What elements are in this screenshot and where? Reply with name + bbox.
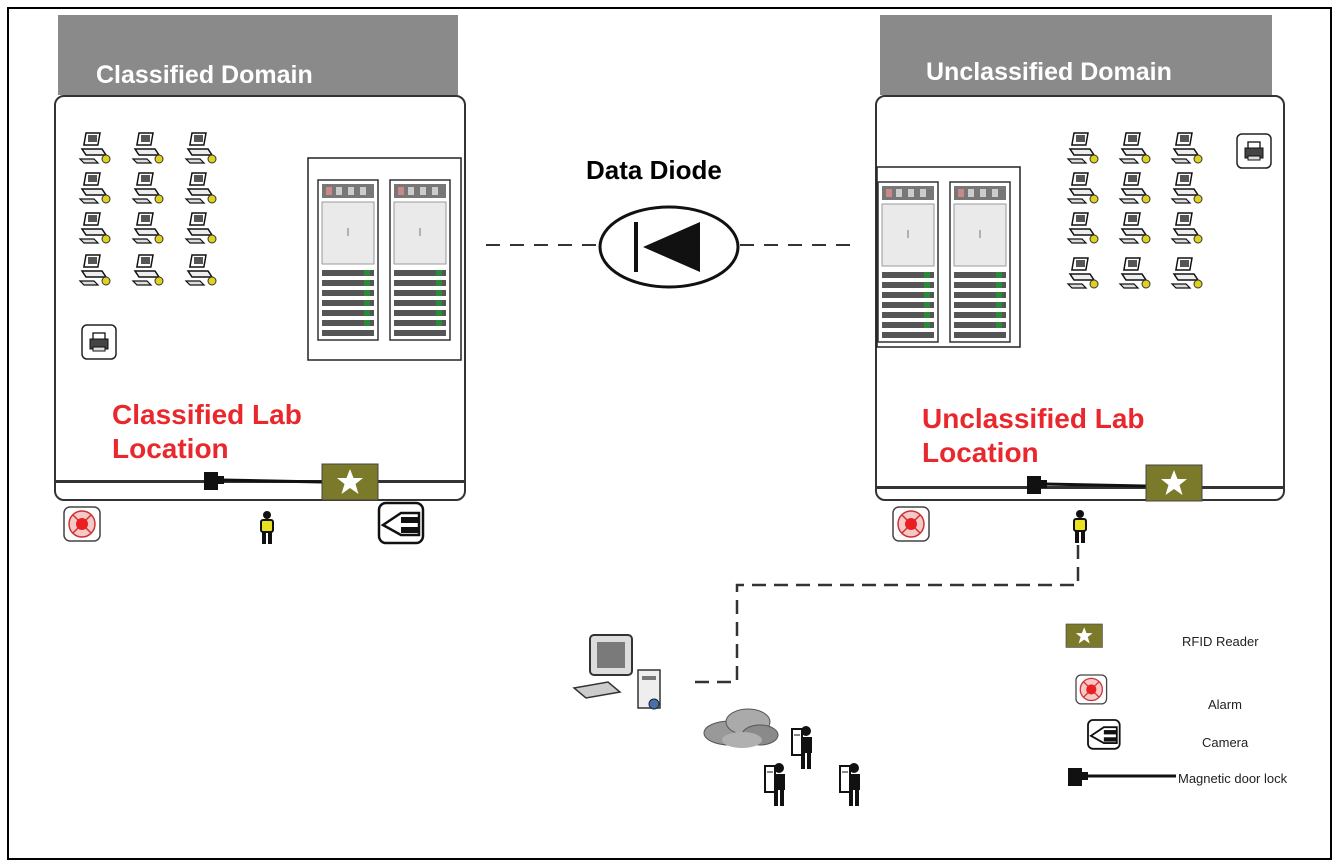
classified-magnetic-lock-icon: [204, 472, 224, 490]
unclassified-workstations: [1067, 132, 1203, 289]
classified-lab-label: Classified Lab Location: [112, 398, 302, 466]
unclassified-person-icon: [1073, 509, 1087, 544]
unclassified-lab-floor: [877, 486, 1283, 489]
unclassified-server-rack-2: [949, 181, 1011, 343]
remote-access-line: [692, 545, 1080, 684]
legend-rfid-icon: [1065, 623, 1103, 648]
legend-camera-label: Camera: [1202, 735, 1249, 750]
legend: [1065, 623, 1176, 786]
classified-server-rack-1: [317, 179, 379, 341]
classified-domain-title: Classified Domain: [96, 61, 313, 89]
classified-lab-label-line1: Classified Lab: [112, 399, 302, 430]
classified-lab-label-line2: Location: [112, 433, 229, 464]
unclassified-lab-label-line2: Location: [922, 437, 1039, 468]
legend-lock-label: Magnetic door lock: [1178, 771, 1288, 786]
unclassified-lab-label-line1: Unclassified Lab: [922, 403, 1145, 434]
unclassified-printer-icon: [1236, 133, 1272, 169]
remote-user-icon: [839, 762, 861, 807]
legend-alarm-label: Alarm: [1208, 697, 1242, 712]
data-diode-symbol: [598, 205, 740, 289]
remote-user-icon: [791, 725, 813, 770]
diagram-frame: [7, 7, 1332, 860]
legend-lock-icon: [1068, 768, 1088, 786]
unclassified-alarm-icon: [892, 506, 930, 542]
classified-rfid-reader-icon: [321, 463, 379, 501]
remote-workstation-icon: [572, 634, 661, 710]
remote-user-icon: [764, 762, 786, 807]
unclassified-server-rack-1: [877, 181, 939, 343]
classified-domain-header: Classified Domain: [58, 15, 458, 95]
cloud-icon: [703, 708, 779, 748]
unclassified-lab-label: Unclassified Lab Location: [922, 402, 1145, 470]
unclassified-magnetic-lock-icon: [1027, 476, 1047, 494]
unclassified-rfid-reader-icon: [1145, 464, 1203, 502]
classified-alarm-icon: [63, 506, 101, 542]
legend-camera-icon: [1087, 719, 1121, 750]
classified-workstations: [79, 132, 217, 286]
classified-person-icon: [260, 510, 274, 545]
legend-alarm-icon: [1075, 674, 1108, 705]
unclassified-domain-header: Unclassified Domain: [880, 15, 1272, 95]
unclassified-domain-title: Unclassified Domain: [926, 58, 1172, 86]
classified-camera-icon: [377, 501, 425, 545]
classified-server-rack-2: [389, 179, 451, 341]
data-diode-title: Data Diode: [586, 155, 722, 185]
classified-printer-icon: [81, 324, 117, 360]
legend-rfid-label: RFID Reader: [1182, 634, 1259, 649]
